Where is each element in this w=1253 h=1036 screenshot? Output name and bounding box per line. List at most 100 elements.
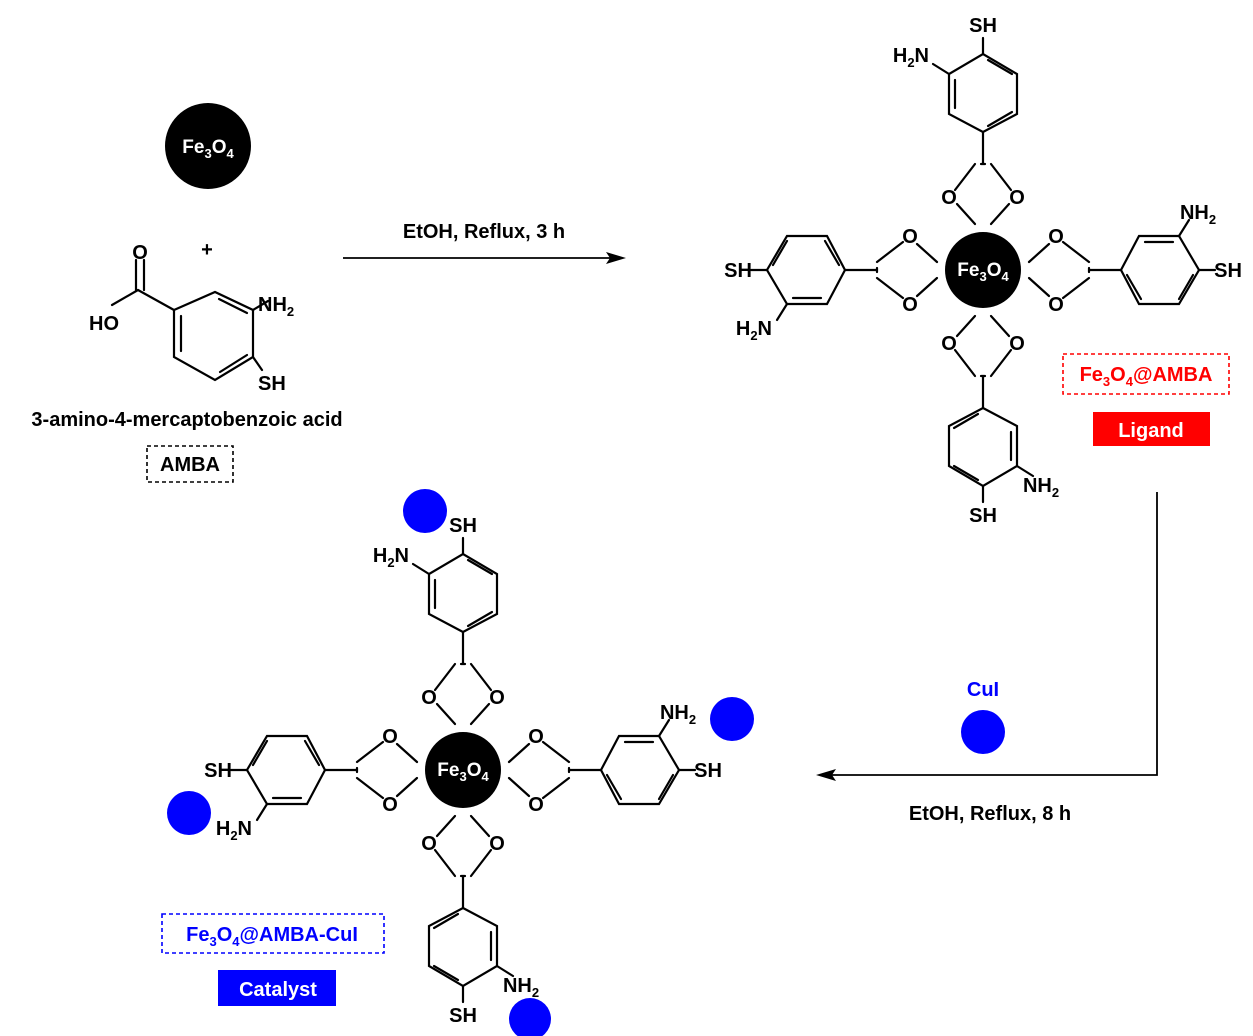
chelate-bond xyxy=(395,776,419,798)
chelate-bond xyxy=(915,276,939,298)
amino-group: H2N xyxy=(373,545,409,570)
reagent-np-label: Fe3O4 xyxy=(182,137,234,161)
ring-double-bond xyxy=(432,964,460,982)
catalyst-role-badge xyxy=(218,970,336,1006)
ligand-tag: Fe3O4@AMBA xyxy=(1080,364,1213,389)
arm-benzene-ring xyxy=(947,406,1019,488)
chelate-bond xyxy=(989,314,1011,338)
oxygen-atom: O xyxy=(941,333,957,355)
ring-double-bond xyxy=(466,558,494,576)
arm-benzene-ring xyxy=(599,734,681,806)
nh2-bond xyxy=(411,562,431,576)
oxygen-atom: O xyxy=(902,226,918,248)
cu-sphere-icon xyxy=(961,710,1005,754)
chelate-bond xyxy=(355,776,385,800)
ring-double-bond xyxy=(605,773,623,801)
nh2-bond xyxy=(657,718,671,738)
thiol-group: SH xyxy=(1214,260,1242,282)
chelate-bond xyxy=(469,662,493,692)
nh2-bond xyxy=(255,802,269,822)
thiol-group: SH xyxy=(969,15,997,37)
chelate-bond xyxy=(1061,240,1091,264)
amino-group: H2N xyxy=(216,818,252,843)
cu-sphere-icon xyxy=(167,791,211,835)
plus-sign: + xyxy=(201,239,213,261)
chelate-bond xyxy=(989,162,1013,192)
ring-double-bond xyxy=(303,739,321,767)
oxygen-atom: O xyxy=(1048,226,1064,248)
arm-benzene-ring xyxy=(427,552,499,634)
reagent-nanoparticle: Fe3O4 xyxy=(165,103,251,189)
arm-labels: SH NH2 xyxy=(1180,202,1242,282)
catalyst-role: Catalyst xyxy=(239,979,317,1001)
amino-group: H2N xyxy=(736,318,772,343)
chelate-bond xyxy=(469,814,491,838)
ring-double-bond xyxy=(657,773,675,801)
chelate-bond xyxy=(395,742,419,764)
arm-benzene-ring xyxy=(1119,234,1201,306)
ring-double-bond xyxy=(1125,273,1143,301)
oxygen-atom: O xyxy=(1009,333,1025,355)
ring-double-bond xyxy=(823,239,841,267)
core-label: Fe3O4 xyxy=(437,760,489,784)
ligand-tag-box xyxy=(1062,353,1230,395)
amino-group: NH2 xyxy=(1180,202,1216,227)
amba-ring-double-bond-3 xyxy=(217,297,249,315)
chelate-bond xyxy=(875,276,905,300)
cu-sphere-icon xyxy=(403,489,447,533)
arm-labels: SH H2N xyxy=(373,515,477,570)
amba-benzene-ring xyxy=(172,290,255,382)
step1-condition: EtOH, Reflux, 3 h xyxy=(403,221,565,243)
oxygen-atom: O xyxy=(528,726,544,748)
chelate-bond xyxy=(469,702,491,726)
ligand-role: Ligand xyxy=(1118,420,1184,442)
arm-benzene-ring xyxy=(427,906,499,988)
ring-double-bond xyxy=(251,739,269,767)
ring-double-bond xyxy=(952,412,980,430)
step2-arrowhead-icon xyxy=(816,769,836,781)
amba-name: 3-amino-4-mercaptobenzoic acid xyxy=(31,409,342,431)
chelate-bond xyxy=(1027,276,1051,298)
nanoparticle-core-icon xyxy=(945,232,1021,308)
ring-double-bond xyxy=(771,239,789,267)
ring-double-bond xyxy=(986,58,1014,76)
amba-hydroxyl: HO xyxy=(89,313,119,335)
ring-double-bond xyxy=(952,464,980,482)
chelate-bond xyxy=(541,740,571,764)
chelate-bond xyxy=(875,240,905,264)
cu-sphere-icon xyxy=(509,998,551,1036)
chelate-bond xyxy=(433,848,457,878)
thiol-group: SH xyxy=(449,515,477,537)
chelate-bond xyxy=(989,348,1013,378)
nh2-bond xyxy=(775,302,789,322)
chelate-bond xyxy=(435,702,457,726)
amba-oh-bond xyxy=(110,288,140,307)
amba-nh2-bond xyxy=(251,299,270,312)
arm-benzene-ring xyxy=(245,734,327,806)
oxygen-atom: O xyxy=(941,187,957,209)
chelate-bond xyxy=(1061,276,1091,300)
oxygen-atom: O xyxy=(528,794,544,816)
oxygen-atom: O xyxy=(1048,294,1064,316)
chelate-bond xyxy=(955,202,977,226)
catalyst-tag: Fe3O4@AMBA-CuI xyxy=(186,924,358,949)
cu-sphere-icon xyxy=(710,697,754,741)
step1-arrowhead-icon xyxy=(606,252,626,264)
amba-arm: O O SH NH2 xyxy=(1027,202,1242,316)
chelate-bond xyxy=(433,662,457,692)
chelate-bond xyxy=(469,848,493,878)
amba-sh-bond xyxy=(251,355,264,372)
chelate-bond xyxy=(507,776,531,798)
nh2-bond xyxy=(931,62,951,76)
thiol-group: SH xyxy=(694,760,722,782)
